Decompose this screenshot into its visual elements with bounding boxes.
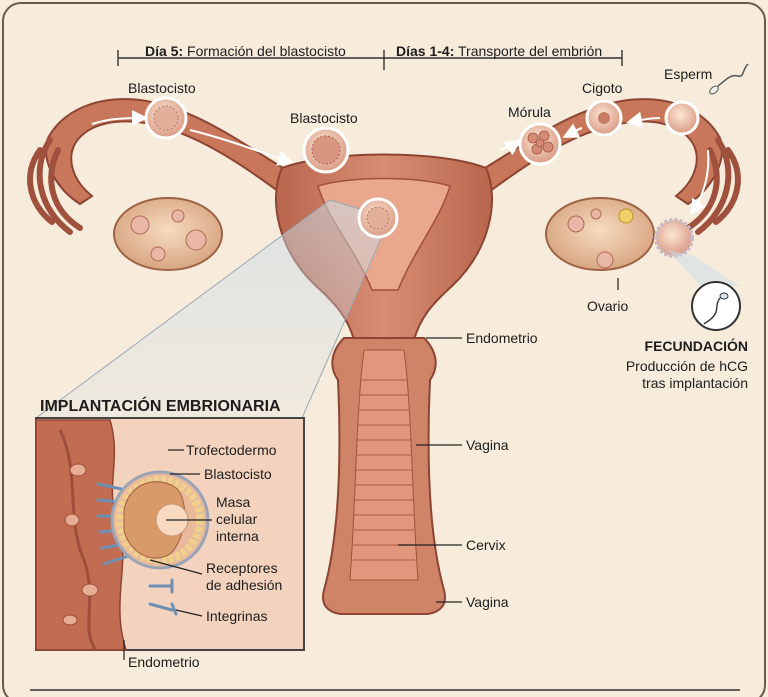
left-follicle-4 (171, 209, 185, 223)
label-blastocisto-tube: Blastocisto (128, 80, 196, 96)
left-fimbriae (27, 137, 83, 235)
inset-label-integrinas: Integrinas (206, 608, 268, 624)
right-follicle-3 (590, 208, 602, 220)
tube-arrow-right-2 (562, 123, 583, 138)
morula-blastomeres (527, 130, 554, 155)
header-day5-text: Formación del blastocisto (183, 43, 346, 59)
inset-endometrium-tissue (35, 419, 128, 651)
label-cervix: Cervix (466, 537, 506, 553)
header-day5: Día 5: Formación del blastocisto (145, 43, 346, 59)
inset-leader-lines (123, 449, 212, 660)
label-esperm: Esperm (664, 66, 713, 82)
label-vagina-upper: Vagina (466, 437, 509, 453)
right-ovum (618, 208, 634, 224)
right-follicle-1 (567, 215, 585, 233)
label-ovario: Ovario (587, 298, 629, 314)
label-blastocisto-mid: Blastocisto (290, 110, 358, 126)
right-follicle-2 (596, 251, 614, 269)
zygote-nucleus (598, 112, 610, 124)
right-fimbriae (685, 137, 741, 235)
vaginal-rugae (353, 379, 415, 561)
fecundation-circle (691, 281, 741, 331)
oocyte-cell (664, 100, 700, 136)
leader-lines (398, 278, 619, 603)
vaginal-canal-inner (349, 349, 419, 581)
fecundacion-line2: tras implantación (642, 375, 748, 391)
inset-label-trofectodermo: Trofectodermo (186, 442, 277, 458)
tube-arrow-right-1 (499, 139, 522, 156)
left-follicle-1 (130, 215, 150, 235)
fecundation-sperm-icon (703, 292, 729, 325)
tube-arrow-right-3 (626, 111, 661, 128)
inset-glands (62, 463, 99, 626)
header-days1-4-text: Transporte del embrión (454, 43, 603, 59)
inset-label-endometrio: Endometrio (128, 654, 200, 670)
tube-arrow-left-1 (91, 110, 148, 127)
label-cigoto: Cigoto (582, 80, 623, 96)
label-endometrio: Endometrio (466, 330, 538, 346)
timeline-bracket (117, 50, 623, 70)
inset-title: IMPLANTACIÓN EMBRIONARIA (40, 398, 281, 415)
implanting-blastocyst-inner (366, 206, 390, 230)
header-day5-bold: Día 5: (145, 43, 184, 59)
left-follicle-3 (185, 229, 207, 251)
blastocyst-cell-mid-inner (311, 135, 341, 165)
header-days1-4: Días 1-4: Transporte del embrión (396, 43, 602, 59)
left-ovary (113, 197, 223, 271)
inset-label-masa-1: Masa (216, 494, 251, 510)
fecundacion-title: FECUNDACIÓN (644, 338, 748, 354)
inset-label-receptores-1: Receptores (206, 560, 278, 576)
header-days1-4-bold: Días 1-4: (396, 43, 455, 59)
tube-arrow-right-4 (689, 149, 710, 216)
tube-arrow-left-2 (189, 129, 294, 166)
label-vagina-lower: Vagina (466, 594, 509, 610)
left-follicle-2 (150, 246, 166, 262)
blastocyst-cell-tube-inner (153, 105, 179, 131)
fertilization-cell (654, 218, 694, 258)
inset-label-masa-2: celular (216, 511, 258, 527)
label-morula: Mórula (508, 104, 551, 120)
inset-label-masa-3: interna (216, 528, 259, 544)
fecundation-beam (668, 250, 740, 286)
inset-label-receptores-2: de adhesión (206, 577, 283, 593)
sperm-icon (709, 63, 749, 95)
inset-label-blastocisto: Blastocisto (204, 466, 272, 482)
fecundacion-line1: Producción de hCG (625, 358, 748, 374)
